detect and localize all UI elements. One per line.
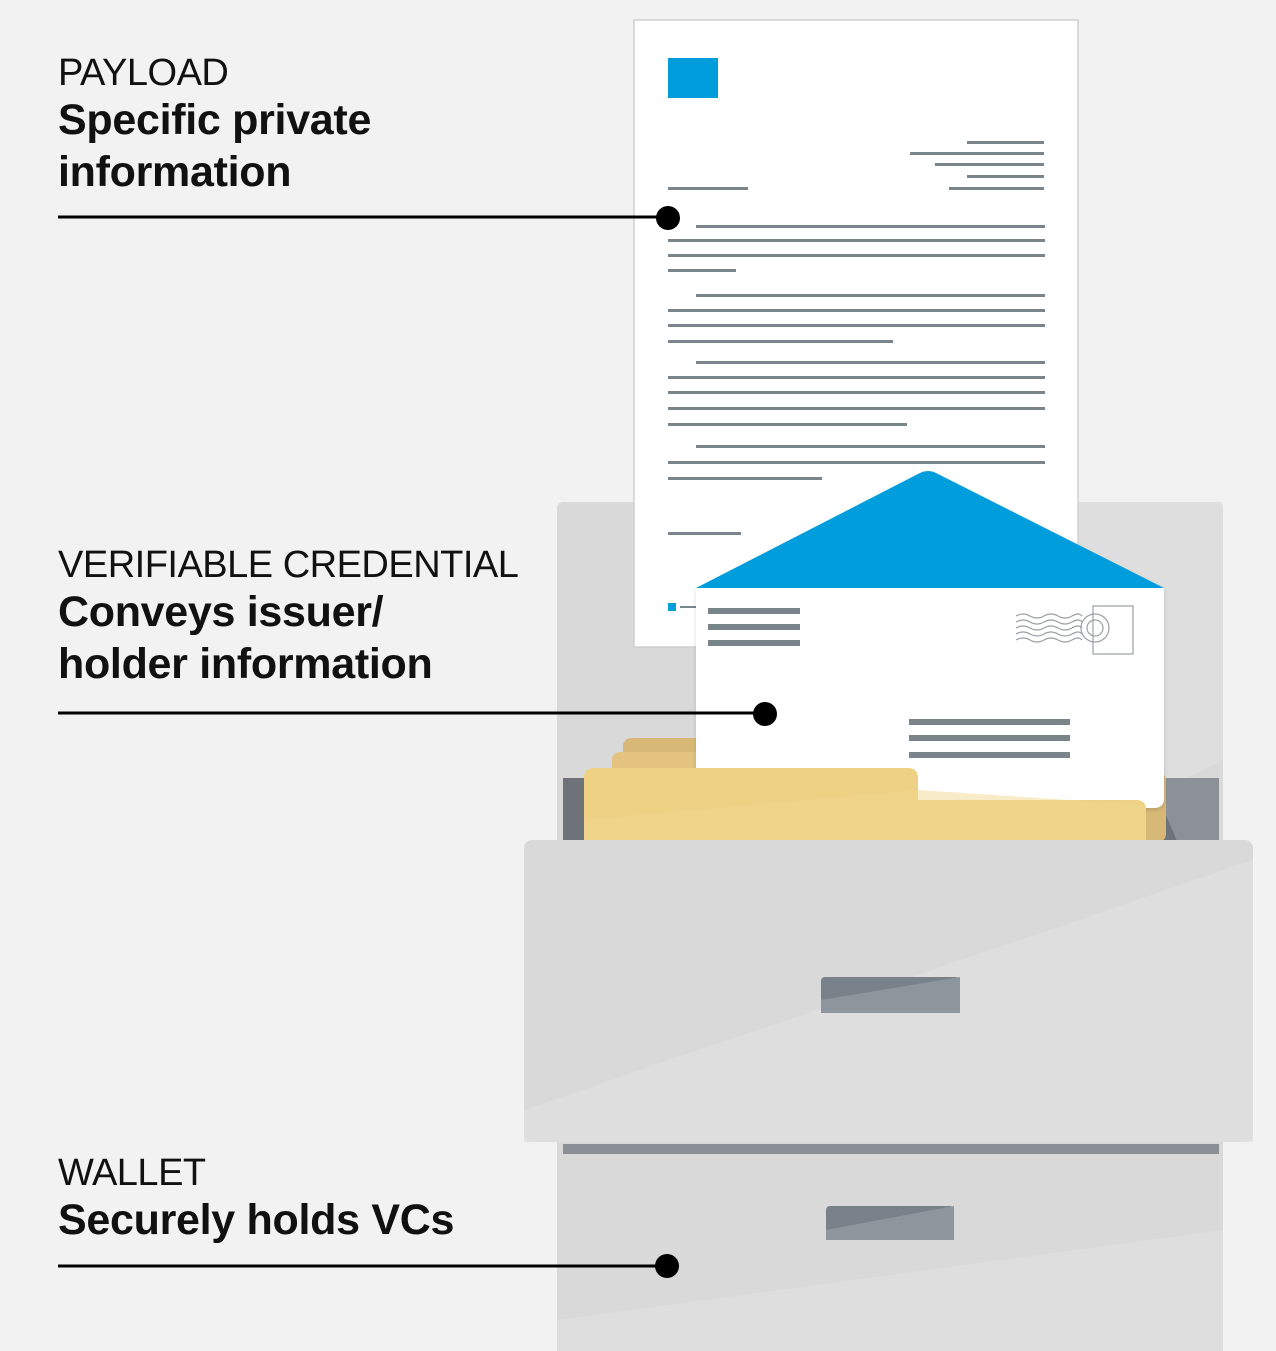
document-logo-square — [668, 58, 718, 98]
payload-kicker: PAYLOAD — [58, 52, 229, 94]
postage-stamp-icon — [1015, 605, 1134, 655]
leader-lines — [58, 206, 777, 1278]
wallet-callout: WALLET Securely holds VCs — [58, 1152, 454, 1246]
credential-envelope — [696, 471, 1164, 808]
upper-drawer — [524, 840, 1253, 1142]
payload-callout: PAYLOAD Specific private information — [58, 52, 371, 198]
front-folder — [584, 768, 1146, 850]
verifiable-credential-kicker: VERIFIABLE CREDENTIAL — [58, 544, 519, 586]
credential-leader-dot — [753, 702, 777, 726]
envelope-flap — [696, 471, 1164, 588]
wallet-headline: Securely holds VCs — [58, 1196, 455, 1244]
lower-drawer — [557, 1144, 1223, 1351]
wallet-kicker: WALLET — [58, 1152, 206, 1194]
verifiable-credential-callout: VERIFIABLE CREDENTIAL Conveys issuer/ ho… — [58, 544, 519, 690]
payload-headline: Specific private information — [58, 96, 372, 196]
wallet-leader-dot — [655, 1254, 679, 1278]
payload-leader-dot — [656, 206, 680, 230]
verifiable-credential-headline: Conveys issuer/ holder information — [58, 588, 433, 688]
